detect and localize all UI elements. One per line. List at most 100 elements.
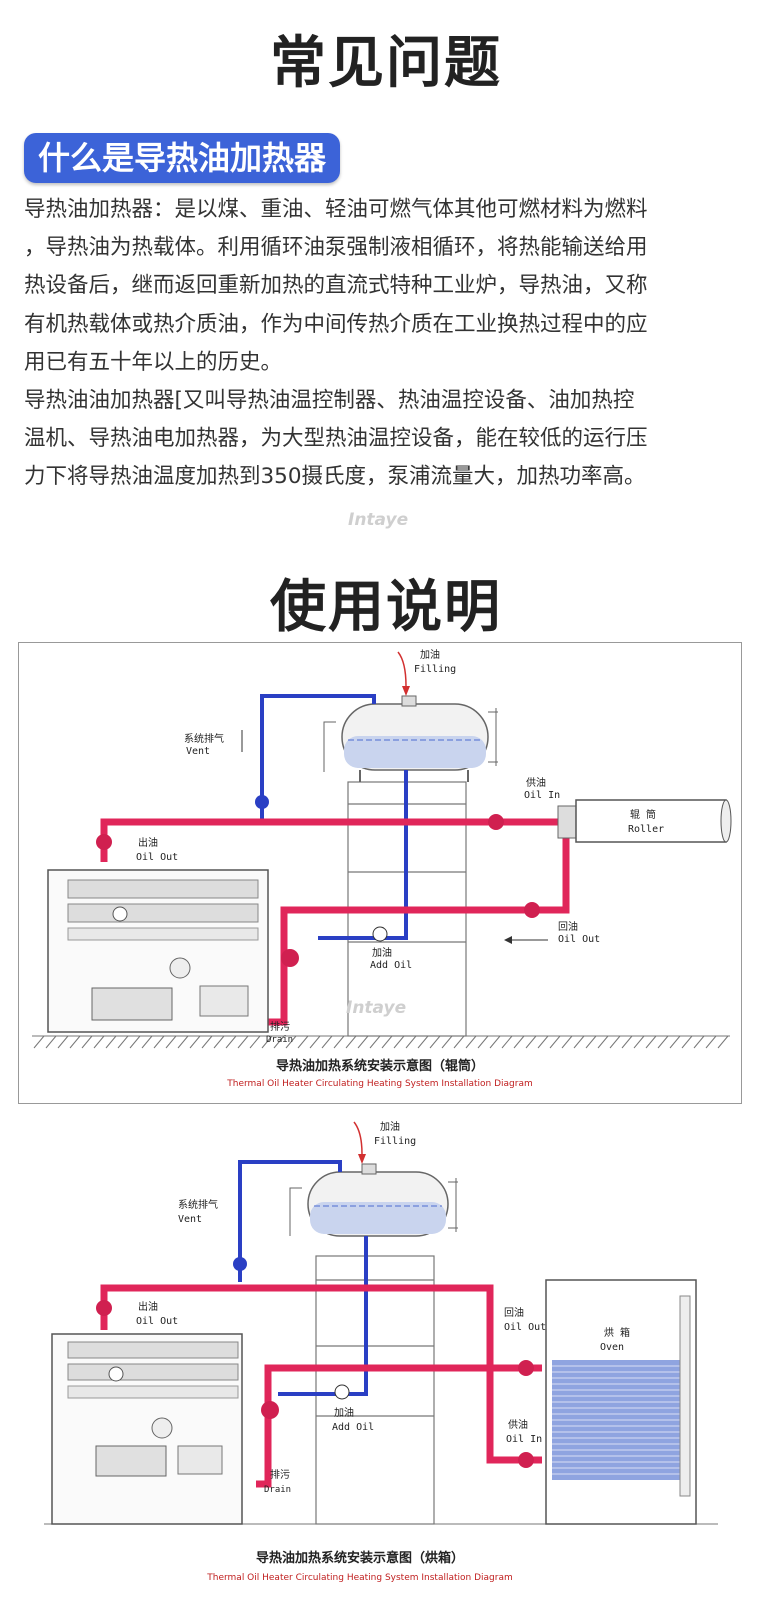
- pump-filter-icon: [281, 949, 299, 967]
- answer-line: 热设备后，继而返回重新加热的直流式特种工业炉，导热油，又称: [24, 273, 648, 299]
- hatch-mark: [345, 1035, 357, 1049]
- hatch-mark: [129, 1035, 141, 1049]
- heater-unit: [51, 1333, 243, 1525]
- hatch-mark: [465, 1035, 477, 1049]
- answer-line: 力下将导热油温度加热到350摄氏度，泵浦流量大，加热功率高。: [24, 464, 646, 490]
- oil-in-label-en: Oil In: [524, 790, 560, 801]
- hatch-mark: [45, 1035, 57, 1049]
- answer-line: 用已有五十年以上的历史。: [24, 349, 283, 375]
- diagram-caption-en: Thermal Oil Heater Circulating Heating S…: [226, 1079, 532, 1089]
- vent-label-en: Vent: [178, 1214, 202, 1225]
- hatch-mark: [633, 1035, 645, 1049]
- outlet-valve-icon: [96, 1300, 112, 1316]
- filling-label-cn: 加油: [380, 1120, 400, 1133]
- hatch-mark: [585, 1035, 597, 1049]
- add-oil-valve-icon: [334, 1384, 350, 1400]
- diagram-caption-cn: 导热油加热系统安装示意图（辊筒）: [276, 1058, 484, 1074]
- filling-label-cn: 加油: [420, 648, 440, 661]
- oil-out-label-cn: 出油: [138, 836, 158, 849]
- roller-label-cn: 辊 筒: [630, 808, 656, 821]
- installation-diagram-roller: 加油 Filling 系统排气 Vent 辊 筒 Roller 供油 Oil I…: [18, 642, 742, 1104]
- add-oil-label-en: Add Oil: [332, 1422, 374, 1433]
- return-label-cn: 回油: [558, 920, 578, 933]
- answer-line: 温机、导热油电加热器，为大型热油温控设备，能在较低的运行压: [24, 426, 648, 452]
- answer-paragraph-2: 导热油油加热器[又叫导热油温控制器、热油温控设备、油加热控 温机、导热油电加热器…: [24, 382, 754, 497]
- oven-label-cn: 烘 箱: [604, 1326, 630, 1339]
- hatch-mark: [537, 1035, 549, 1049]
- hatch-mark: [597, 1035, 609, 1049]
- hatch-mark: [57, 1035, 69, 1049]
- hatch-mark: [117, 1035, 129, 1049]
- return-label-en: Oil Out: [558, 934, 600, 945]
- hatch-mark: [453, 1035, 465, 1049]
- vent-label-cn: 系统排气: [184, 732, 224, 745]
- return-valve-icon: [524, 902, 540, 918]
- drain-label-en: Drain: [264, 1485, 291, 1495]
- hatch-mark: [381, 1035, 393, 1049]
- hatch-mark: [249, 1035, 261, 1049]
- hatch-mark: [357, 1035, 369, 1049]
- faq-title: 常见问题: [270, 31, 502, 96]
- hatch-mark: [513, 1035, 525, 1049]
- answer-line: ，导热油为热载体。利用循环油泵强制液相循环，将热能输送给用: [24, 235, 648, 261]
- answer-paragraph-1: 导热油加热器：是以煤、重油、轻油可燃气体其他可燃材料为燃料 ，导热油为热载体。利…: [24, 191, 754, 382]
- expansion-tank: [323, 695, 498, 782]
- hatch-mark: [273, 1035, 285, 1049]
- hatch-mark: [225, 1035, 237, 1049]
- hatch-mark: [297, 1035, 309, 1049]
- usage-title: 使用说明: [270, 575, 502, 640]
- oil-in-valve-icon: [488, 814, 504, 830]
- hatch-mark: [189, 1035, 201, 1049]
- hatch-mark: [261, 1035, 273, 1049]
- question-badge: 什么是导热油加热器: [24, 133, 341, 183]
- hatch-mark: [705, 1035, 717, 1049]
- hatch-mark: [333, 1035, 345, 1049]
- installation-diagram-oven: 加油 Filling 系统排气 Vent 烘 箱 Oven 回油 Oil Out…: [18, 1110, 742, 1596]
- hatch-mark: [213, 1035, 225, 1049]
- diagram-caption-en: Thermal Oil Heater Circulating Heating S…: [206, 1573, 512, 1583]
- drain-label-cn: 排污: [270, 1468, 290, 1481]
- hatch-mark: [33, 1035, 45, 1049]
- oil-in-label-en: Oil In: [506, 1434, 542, 1445]
- oil-in-valve-icon: [518, 1452, 534, 1468]
- tank-stand: [315, 1255, 435, 1525]
- add-oil-valve-icon: [372, 926, 388, 942]
- oil-out-label-cn: 出油: [138, 1300, 158, 1313]
- vent-label-cn: 系统排气: [178, 1198, 218, 1211]
- filling-label-en: Filling: [374, 1136, 416, 1147]
- hatch-mark: [441, 1035, 453, 1049]
- hatch-mark: [285, 1035, 297, 1049]
- hatch-mark: [573, 1035, 585, 1049]
- return-valve-icon: [518, 1360, 534, 1376]
- expansion-tank: [289, 1163, 458, 1237]
- hatch-mark: [561, 1035, 573, 1049]
- brand-watermark: Intaye: [348, 510, 409, 530]
- hatch-mark: [165, 1035, 177, 1049]
- drain-label-en: Drain: [266, 1035, 293, 1045]
- hatch-mark: [621, 1035, 633, 1049]
- filling-arrow: [353, 1121, 363, 1155]
- vent-valve-icon: [255, 795, 269, 809]
- hatch-mark: [81, 1035, 93, 1049]
- hatch-mark: [549, 1035, 561, 1049]
- roller: [557, 799, 732, 843]
- hatch-mark: [477, 1035, 489, 1049]
- hatch-mark: [105, 1035, 117, 1049]
- drain-label-cn: 排污: [270, 1020, 290, 1033]
- hatch-mark: [321, 1035, 333, 1049]
- hatch-mark: [309, 1035, 321, 1049]
- hatch-mark: [201, 1035, 213, 1049]
- add-oil-label-cn: 加油: [334, 1406, 354, 1419]
- ground-hatch: [32, 1035, 730, 1049]
- oven-label-en: Oven: [600, 1342, 624, 1353]
- hatch-mark: [669, 1035, 681, 1049]
- hatch-mark: [237, 1035, 249, 1049]
- hatch-mark: [141, 1035, 153, 1049]
- add-oil-label-cn: 加油: [372, 946, 392, 959]
- hatch-mark: [417, 1035, 429, 1049]
- hatch-mark: [681, 1035, 693, 1049]
- hatch-mark: [405, 1035, 417, 1049]
- oil-in-label-cn: 供油: [508, 1418, 528, 1431]
- brand-watermark: Intaye: [346, 998, 407, 1018]
- outlet-valve-icon: [96, 834, 112, 850]
